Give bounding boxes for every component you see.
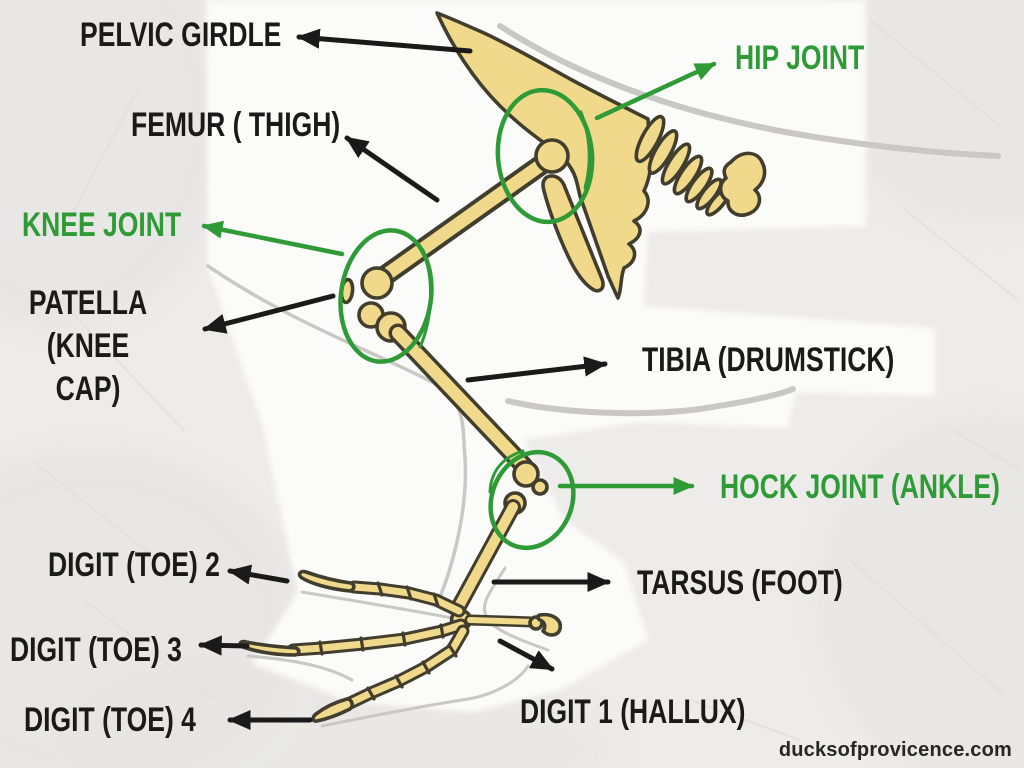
hock-joint-circle: [488, 449, 576, 551]
skeleton-bones: [238, 11, 767, 723]
pygostyle-bone: [718, 151, 767, 217]
digit-4-bones: [311, 624, 470, 723]
hip-joint-circle: [495, 87, 595, 225]
label-digit-toe-2: DIGIT (TOE) 2: [48, 546, 220, 584]
duck-body-sketch-lines: [206, 23, 1001, 728]
arrow-digit-3: [198, 635, 250, 656]
femur-condyle: [360, 266, 394, 300]
label-patella-line1: PATELLA: [28, 284, 148, 322]
arrow-digit-1: [497, 638, 555, 672]
tibia-distal-end: [512, 460, 540, 488]
arrow-knee-joint: [201, 220, 345, 257]
label-digit-toe-4: DIGIT (TOE) 4: [24, 701, 196, 739]
annotation-arrows: [198, 28, 717, 731]
paper-creases: [33, 19, 1021, 741]
label-hock-joint: HOCK JOINT (ANKLE): [720, 468, 1000, 506]
digit-1-hallux-bones: [464, 612, 563, 637]
arrow-femur: [344, 135, 440, 203]
arrow-digit-2: [227, 564, 290, 585]
label-tarsus: TARSUS (FOOT): [637, 564, 843, 602]
label-patella-line2: (KNEE CAP): [46, 326, 130, 408]
arrow-tibia: [465, 356, 608, 383]
tail-vertebrae: [634, 114, 767, 217]
label-patella: PATELLA (KNEE CAP): [26, 282, 151, 410]
pubis-bone: [541, 174, 605, 293]
digit-2-bones: [297, 569, 466, 618]
label-knee-joint: KNEE JOINT: [22, 206, 182, 244]
arrow-hip-joint: [594, 61, 717, 121]
label-hip-joint: HIP JOINT: [735, 39, 865, 77]
label-femur: FEMUR ( THIGH): [131, 106, 341, 144]
arrow-patella: [202, 293, 336, 334]
label-digit-1-hallux: DIGIT 1 (HALLUX): [520, 693, 746, 731]
femur-head: [534, 138, 570, 174]
arrow-pelvic-girdle: [296, 28, 473, 54]
joint-circles: [338, 87, 595, 551]
watermark-site-url: ducksofprovicence.com: [778, 739, 1012, 761]
digit-3-bones: [238, 618, 468, 657]
label-digit-toe-3: DIGIT (TOE) 3: [10, 631, 182, 669]
label-tibia: TIBIA (DRUMSTICK): [642, 341, 895, 379]
label-pelvic-girdle: PELVIC GIRDLE: [80, 16, 282, 54]
